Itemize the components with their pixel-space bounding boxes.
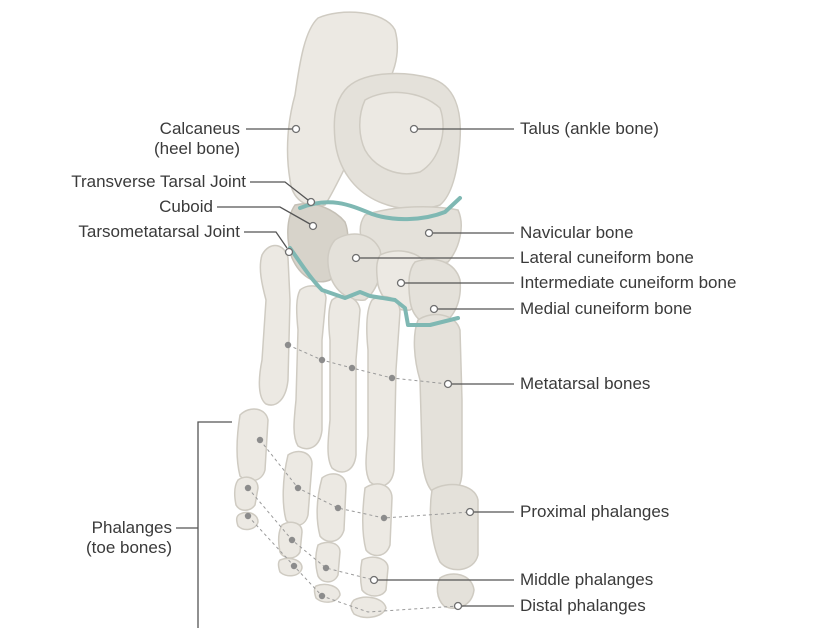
cuboid-label: Cuboid	[100, 197, 213, 217]
phalanges-label: Phalanges (toe bones)	[60, 518, 172, 558]
phalanges-label-sub: (toe bones)	[60, 538, 172, 558]
intermediate-cuneiform-label: Intermediate cuneiform bone	[520, 273, 736, 293]
proximal-marker	[467, 509, 474, 516]
intermediate-cuneiform-marker	[398, 280, 405, 287]
proximal-phalanx-1	[430, 485, 478, 570]
talus-label: Talus (ankle bone)	[520, 119, 659, 139]
distal-phalanx-2	[351, 597, 386, 617]
middle-phalanges-label: Middle phalanges	[520, 570, 653, 590]
metatarsal-3	[328, 296, 360, 472]
calcaneus-label-sub: (heel bone)	[110, 139, 240, 159]
tarsometatarsal-label: Tarsometatarsal Joint	[0, 222, 240, 242]
transverse-tarsal-label: Transverse Tarsal Joint	[0, 172, 246, 192]
distal-phalanx-4	[279, 558, 303, 575]
metatarsal-label: Metatarsal bones	[520, 374, 650, 394]
cuboid-marker	[310, 223, 317, 230]
metatarsal-5	[259, 245, 290, 405]
distal-phalanx-3	[315, 584, 341, 602]
tarsometatarsal-leader	[244, 232, 287, 248]
tarsometatarsal-marker	[286, 249, 293, 256]
proximal-phalanx-2	[363, 484, 392, 556]
distal-phalanges-label: Distal phalanges	[520, 596, 646, 616]
phalanges-bracket	[198, 422, 232, 628]
lateral-cuneiform-bone	[328, 234, 381, 300]
navicular-marker	[426, 230, 433, 237]
medial-cuneiform-marker	[431, 306, 438, 313]
middle-dotted-links	[248, 488, 374, 580]
metatarsal-4	[294, 286, 326, 449]
medial-cuneiform-label: Medial cuneiform bone	[520, 299, 692, 319]
lateral-cuneiform-marker	[353, 255, 360, 262]
calcaneus-label-name: Calcaneus	[110, 119, 240, 139]
phalanges-label-name: Phalanges	[60, 518, 172, 538]
lateral-cuneiform-label: Lateral cuneiform bone	[520, 248, 694, 268]
proximal-phalanx-5	[237, 409, 268, 481]
calcaneus-marker	[293, 126, 300, 133]
distal-marker	[455, 603, 462, 610]
metatarsal-2	[366, 296, 400, 486]
middle-phalanx-5	[235, 477, 258, 510]
proximal-phalanx-3	[317, 474, 346, 542]
talus-marker	[411, 126, 418, 133]
metatarsal-marker	[445, 381, 452, 388]
proximal-phalanges-label: Proximal phalanges	[520, 502, 669, 522]
transverse-tarsal-marker	[308, 199, 315, 206]
middle-marker	[371, 577, 378, 584]
metatarsal-1	[414, 315, 462, 497]
navicular-label: Navicular bone	[520, 223, 633, 243]
calcaneus-label: Calcaneus (heel bone)	[110, 119, 240, 159]
